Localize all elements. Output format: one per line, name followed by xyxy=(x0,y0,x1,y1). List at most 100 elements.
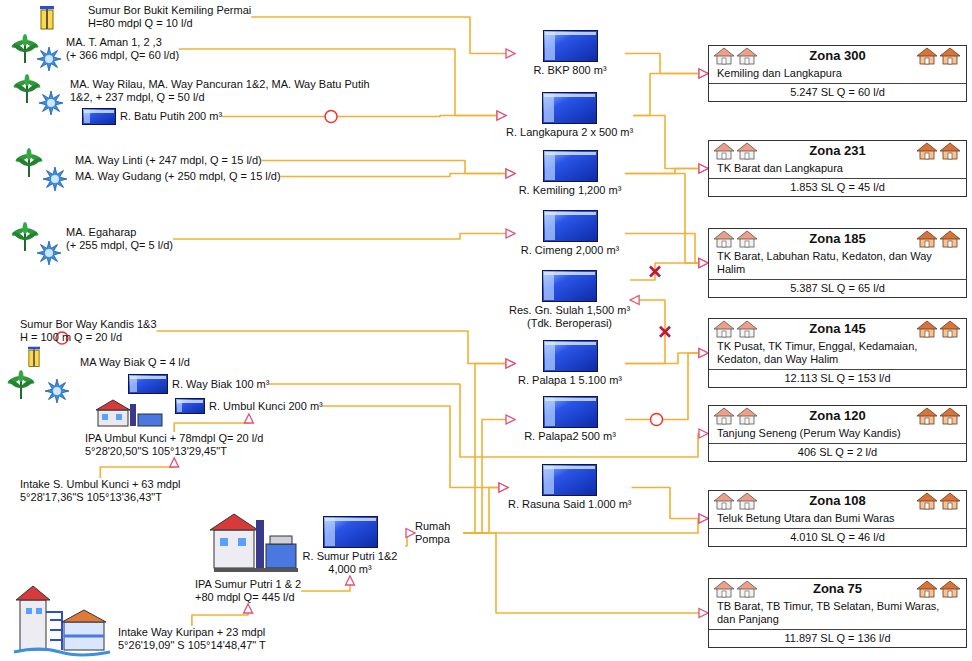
house-icon xyxy=(916,47,962,65)
intake-icon xyxy=(64,635,104,638)
palm-icon xyxy=(13,74,42,103)
treatment-plant-icon xyxy=(102,414,108,420)
pipe-connector xyxy=(323,406,508,488)
reservoir-node: R. BKP 800 m³ xyxy=(515,30,625,77)
treatment-plant-icon xyxy=(270,536,292,544)
reservoir-shade xyxy=(545,152,596,155)
house-roof xyxy=(940,581,960,589)
node-text: (Tdk. Beroperasi) xyxy=(509,317,630,330)
house-door xyxy=(745,591,749,597)
treatment-plant-icon xyxy=(214,530,254,568)
node-text: R. Langkapura 2 x 500 m³ xyxy=(506,126,633,139)
treatment-plant-icon xyxy=(210,514,298,572)
palm-icon xyxy=(15,148,44,177)
intake-icon xyxy=(46,612,62,650)
house-roof xyxy=(714,321,734,329)
spring-icon xyxy=(37,47,61,71)
pipe-connector xyxy=(633,74,708,116)
treatment-plant-icon xyxy=(130,404,136,426)
reservoir-shade xyxy=(545,342,555,370)
reservoir-shade xyxy=(544,272,595,275)
pipe-connector xyxy=(157,331,516,364)
pipe-connector xyxy=(625,54,708,74)
reservoir-shade xyxy=(545,342,596,345)
source-label-node: MA. Way Gudang (+ 250 mdpl, Q = 15 l/d) xyxy=(75,170,281,183)
house-door xyxy=(925,241,929,247)
pipe-connector xyxy=(281,174,515,177)
house-door xyxy=(925,418,929,424)
node-text: R. Palapa 1 5.100 m³ xyxy=(515,374,625,387)
house-roof xyxy=(917,231,937,239)
node-text: H=80 mdpl Q = 10 l/d xyxy=(88,17,251,30)
house-icon xyxy=(916,407,962,425)
treatment-plant-icon xyxy=(238,538,246,546)
reservoir-body xyxy=(543,397,597,428)
house-door xyxy=(948,591,952,597)
node-text: MA. Way Linti (+ 247 mdpl, Q = 15 l/d) xyxy=(75,154,262,167)
pipe-connector xyxy=(463,488,508,534)
pipe-connector xyxy=(463,533,708,613)
reservoir-icon xyxy=(543,396,598,428)
source-label-node: MA. Way Linti (+ 247 mdpl, Q = 15 l/d) xyxy=(75,154,262,167)
house-door xyxy=(925,153,929,159)
pipe-connector xyxy=(630,263,708,280)
treatment-plant-icon xyxy=(214,568,298,572)
house-icon xyxy=(916,142,962,160)
pipe-connector xyxy=(625,234,708,264)
node-text: R. Batu Putih 200 m³ xyxy=(120,110,222,123)
spring-icon xyxy=(39,91,63,115)
zone-customers: 11.897 SL Q = 136 l/d xyxy=(709,629,966,647)
zone-area: TK Barat, Labuhan Ratu, Kedaton, dan Way… xyxy=(709,249,966,279)
small-reservoir-node: R. Batu Putih 200 m³ xyxy=(82,108,222,125)
treatment-plant-icon xyxy=(220,538,228,546)
node-text: 5°28'17,36"S 105°13'36,43"T xyxy=(20,491,181,504)
house-door xyxy=(925,503,929,509)
house-door xyxy=(745,418,749,424)
reservoir-node: R. Kemiling 1,200 m³ xyxy=(515,150,625,197)
zone-box: Zona 185TK Barat, Labuhan Ratu, Kedaton,… xyxy=(708,228,967,298)
node-text: Sumur Bor Way Kandis 1&3 xyxy=(20,318,157,331)
house-icon xyxy=(713,407,759,425)
pipe-connector xyxy=(625,353,708,420)
reservoir-shade xyxy=(545,32,555,60)
reservoir-shade xyxy=(545,32,596,35)
zone-title: Zona 75 xyxy=(709,579,966,599)
zone-title: Zona 231 xyxy=(709,141,966,161)
house-icon xyxy=(713,492,759,510)
zone-box: Zona 75TB Barat, TB Timur, TB Selatan, B… xyxy=(708,578,967,648)
reservoir-body xyxy=(543,211,597,242)
treatment-plant-icon xyxy=(98,410,128,426)
node-text: R. Sumur Putri 1&2 xyxy=(295,550,405,563)
house-roof xyxy=(737,321,757,329)
node-text: R. Kemiling 1,200 m³ xyxy=(515,184,625,197)
reservoir-icon xyxy=(543,340,598,372)
house-roof xyxy=(917,408,937,416)
house-roof xyxy=(917,48,937,56)
house-roof xyxy=(917,581,937,589)
pipe-connector xyxy=(463,420,515,534)
source-label-node: Intake S. Umbul Kunci + 63 mdpl5°28'17,3… xyxy=(20,478,181,504)
house-icon xyxy=(713,230,759,248)
pump-symbol xyxy=(651,414,663,426)
pipe-connector xyxy=(251,17,515,54)
reservoir-body xyxy=(543,93,597,124)
zone-customers: 5.247 SL Q = 60 l/d xyxy=(709,83,966,101)
node-text: MA. Way Rilau, MA. Way Pancuran 1&2, MA.… xyxy=(70,78,370,104)
house-icon xyxy=(713,320,759,338)
intake-icon xyxy=(16,586,50,600)
house-roof xyxy=(714,48,734,56)
zone-customers: 406 SL Q = 2 l/d xyxy=(709,443,966,461)
source-label-node: IPA Umbul Kunci + 78mdpl Q= 20 l/d5°28'2… xyxy=(85,432,263,458)
reservoir-shade xyxy=(544,272,554,300)
house-door xyxy=(745,153,749,159)
pipe-connector xyxy=(625,353,708,364)
house-roof xyxy=(714,493,734,501)
well-icon xyxy=(28,347,40,367)
house-roof xyxy=(714,143,734,151)
house-roof xyxy=(737,581,757,589)
zone-title: Zona 300 xyxy=(709,46,966,66)
node-text: MA. Way Gudang (+ 250 mdpl, Q = 15 l/d) xyxy=(75,170,281,183)
reservoir-node: R. Palapa 1 5.100 m³ xyxy=(515,340,625,387)
reservoir-node: R. Langkapura 2 x 500 m³ xyxy=(506,92,633,139)
treatment-plant-icon xyxy=(116,414,122,420)
